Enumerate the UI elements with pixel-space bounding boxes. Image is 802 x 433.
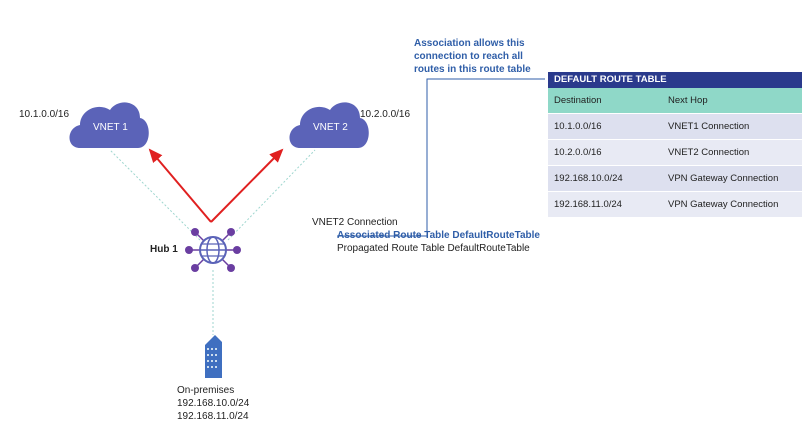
vnet1-label: VNET 1 [93,122,128,133]
route-arrow-vnet2 [210,148,284,223]
vnet1-cidr: 10.1.0.0/16 [19,109,70,120]
route-table-title: DEFAULT ROUTE TABLE [548,72,802,88]
building-icon [205,335,222,378]
route-next-hop: VPN Gateway Connection [662,191,802,217]
table-row: 192.168.11.0/24 VPN Gateway Connection [548,191,802,217]
connection-associated: Associated Route Table DefaultRouteTable [337,230,540,241]
table-row: 10.1.0.0/16 VNET1 Connection [548,113,802,140]
hub-icon [185,228,241,272]
route-arrow-vnet1 [148,148,212,223]
route-destination: 10.2.0.0/16 [548,139,662,166]
route-table: DEFAULT ROUTE TABLE Destination Next Hop… [548,72,802,217]
route-next-hop: VPN Gateway Connection [662,165,802,192]
link-hub-vnet1 [109,149,201,241]
hub-label: Hub 1 [150,244,178,255]
route-table-header: Destination Next Hop [548,88,802,114]
association-note: Association allows this connection to re… [414,38,531,75]
table-row: 10.2.0.0/16 VNET2 Connection [548,139,802,166]
route-destination: 192.168.10.0/24 [548,165,662,192]
connection-propagated: Propagated Route Table DefaultRouteTable [337,243,530,254]
route-destination: 10.1.0.0/16 [548,113,662,140]
header-destination: Destination [548,88,662,114]
onprem-cidr-2: 192.168.11.0/24 [177,411,249,422]
route-table-grid: Destination Next Hop 10.1.0.0/16 VNET1 C… [548,88,802,217]
onprem-cidr-1: 192.168.10.0/24 [177,398,250,409]
connection-name: VNET2 Connection [312,217,398,228]
vnet2-cidr: 10.2.0.0/16 [360,109,411,120]
vnet1-cloud-icon [69,102,149,148]
route-destination: 192.168.11.0/24 [548,191,662,217]
vnet2-cloud-icon [289,102,369,148]
annotation-connector [337,78,545,237]
vnet2-label: VNET 2 [313,122,348,133]
table-row: 192.168.10.0/24 VPN Gateway Connection [548,165,802,192]
route-next-hop: VNET2 Connection [662,139,802,166]
link-hub-vnet2 [227,149,316,241]
route-next-hop: VNET1 Connection [662,113,802,140]
onprem-title: On-premises [177,385,235,396]
header-next-hop: Next Hop [662,88,802,114]
